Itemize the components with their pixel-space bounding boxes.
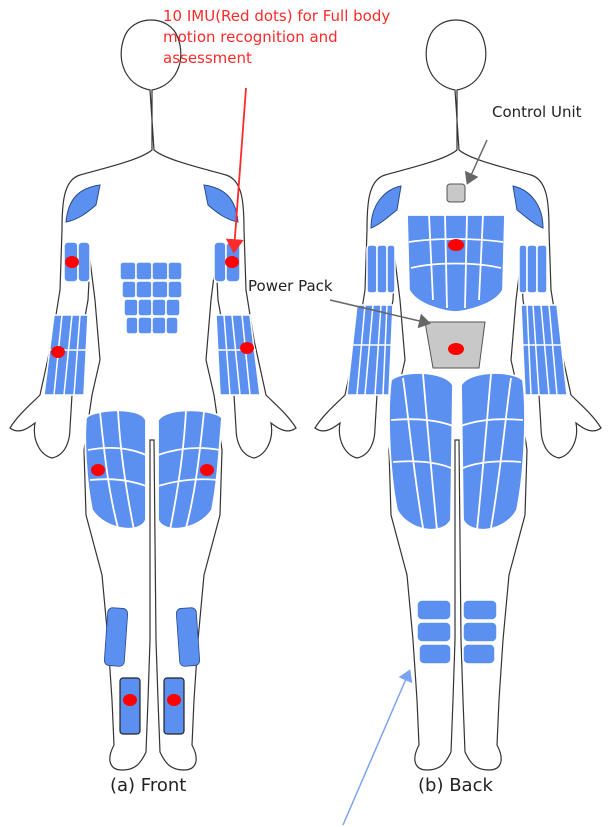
imu-note-line: motion recognition and — [163, 27, 390, 48]
imu-dot — [448, 239, 464, 251]
control-unit-label: Control Unit — [492, 103, 582, 121]
imu-dot — [123, 694, 137, 706]
front-right-forearm-pads — [216, 315, 260, 395]
imu-note-line: 10 IMU(Red dots) for Full body — [163, 6, 390, 27]
imu-dot — [65, 256, 79, 268]
imu-dot — [167, 694, 181, 706]
front-abdominal-pads — [120, 262, 182, 334]
front-right-shin-pad — [176, 607, 200, 666]
imu-dot — [225, 256, 239, 268]
back-right-calf-pads — [463, 600, 497, 664]
imu-dot — [91, 464, 105, 476]
front-caption: (a) Front — [110, 775, 186, 796]
control-unit — [447, 184, 465, 202]
back-right-upper-arm-pads — [519, 245, 547, 293]
back-left-leg-pads — [389, 373, 453, 530]
back-right-leg-pads — [461, 373, 525, 530]
imu-dot — [448, 343, 464, 355]
back-left-calf-pads — [417, 600, 451, 664]
back-upper-pads — [407, 215, 505, 312]
imu-note-line: assessment — [163, 48, 390, 69]
back-caption: (b) Back — [418, 775, 493, 796]
front-left-forearm-pads — [44, 315, 88, 395]
imu-dot — [51, 346, 65, 358]
power-pack-label: Power Pack — [248, 277, 333, 295]
imu-dot — [240, 342, 254, 354]
imu-dot — [200, 464, 214, 476]
front-figure — [10, 20, 296, 770]
calf-pointer-arrow — [343, 672, 409, 825]
back-left-upper-arm-pads — [367, 245, 395, 293]
back-right-forearm-pads — [521, 305, 567, 395]
front-left-shin-pad — [104, 607, 128, 666]
back-left-forearm-pads — [347, 305, 393, 395]
imu-note: 10 IMU(Red dots) for Full body motion re… — [163, 6, 390, 69]
back-figure — [315, 20, 601, 770]
